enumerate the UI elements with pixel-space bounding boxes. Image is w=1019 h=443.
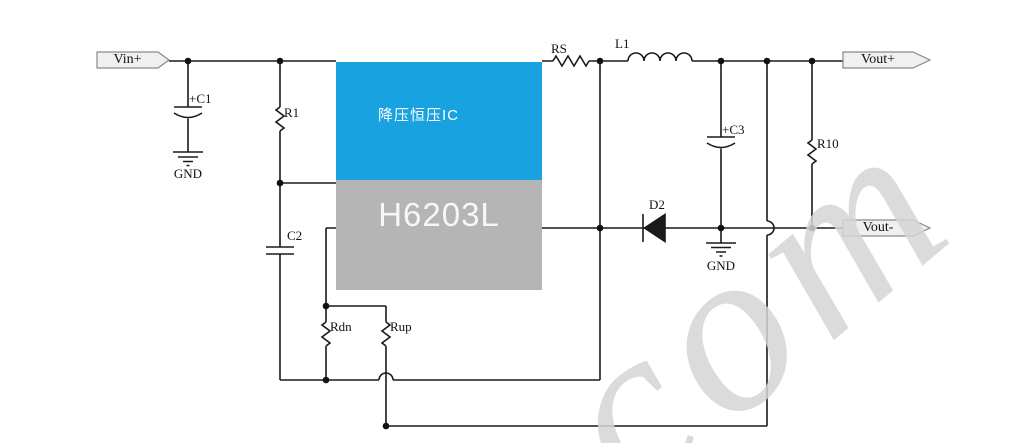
- vout-plus-port-label: Vout+: [860, 52, 896, 67]
- resistor-r1-symbol: [274, 61, 286, 183]
- gnd-output-label: GND: [706, 258, 736, 273]
- vout-minus-port-label: Vout-: [862, 220, 894, 235]
- diode-d2-symbol: [642, 213, 666, 243]
- c1-label: +C1: [189, 91, 212, 106]
- r10-label: R10: [817, 136, 839, 151]
- feedback-pin-wire: [325, 227, 336, 306]
- ground-output-symbol: [706, 228, 736, 257]
- output-return-wire: [386, 61, 775, 427]
- ic-function-label: 降压恒压IC: [378, 107, 460, 124]
- c3-label: +C3: [722, 122, 745, 137]
- resistor-r10-symbol: [806, 61, 818, 228]
- resistor-rs-symbol: [552, 54, 590, 68]
- capacitor-c1-symbol: [173, 61, 203, 152]
- vin-plus-port-label: Vin+: [113, 52, 142, 67]
- ic-part-number: H6203L: [378, 196, 500, 233]
- rdn-label: Rdn: [330, 319, 352, 334]
- rs-label: RS: [551, 41, 567, 56]
- capacitor-c2-symbol: [266, 182, 336, 380]
- l1-label: L1: [615, 36, 630, 51]
- vout-plus-port-arrow: [842, 51, 932, 69]
- ic-block-gray: H6203L: [336, 180, 542, 290]
- inductor-l1-symbol: [627, 52, 693, 62]
- gnd-input-label: GND: [173, 166, 203, 181]
- vout-minus-port-arrow: [842, 219, 932, 237]
- ground-input-symbol: [173, 151, 203, 167]
- capacitor-c3-symbol: [706, 61, 736, 228]
- rup-label: Rup: [390, 319, 412, 334]
- vin-plus-port-arrow: [96, 51, 171, 69]
- ic-block-blue: 降压恒压IC: [336, 62, 542, 180]
- d2-label: D2: [649, 197, 665, 212]
- resistor-rdn-symbol: [320, 306, 332, 380]
- junction-dots: [184, 57, 816, 430]
- resistor-rup-symbol: [326, 305, 392, 426]
- c2-label: C2: [287, 228, 303, 243]
- r1-label: R1: [284, 105, 300, 120]
